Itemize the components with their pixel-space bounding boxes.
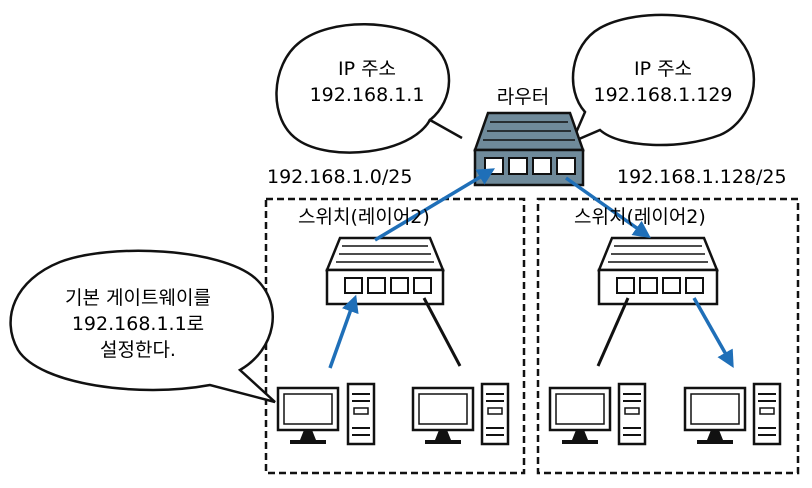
arrow-router-to-right-switch (564, 176, 651, 239)
right-ip-value: 192.168.1.129 (593, 84, 733, 106)
link-right-switch-to-pc3 (596, 297, 630, 367)
right-ip-label: IP 주소 (633, 58, 693, 80)
gateway-note-bubble (9, 249, 276, 404)
left-ip-bubble (275, 23, 463, 154)
computer-icon-3 (548, 382, 647, 446)
computer-icon-4 (683, 382, 782, 446)
gateway-note-line1: 기본 게이트웨이를 (65, 287, 211, 309)
router-label: 라우터 (496, 86, 550, 108)
arrow-left-switch-to-router (374, 168, 496, 242)
right-network-label: 192.168.1.128/25 (617, 166, 787, 188)
right-switch-icon (597, 236, 719, 306)
computer-icon-1 (276, 382, 376, 446)
arrow-right-switch-to-pc4 (692, 297, 734, 369)
computer-icon-2 (411, 382, 510, 446)
left-network-label: 192.168.1.0/25 (267, 166, 413, 188)
arrow-pc1-to-left-switch (328, 294, 359, 369)
left-ip-label: IP 주소 (337, 58, 397, 80)
right-ip-bubble (569, 13, 755, 147)
left-ip-value: 192.168.1.1 (309, 84, 425, 106)
link-left-switch-to-pc2 (422, 297, 462, 367)
right-subnet-box (536, 197, 800, 475)
left-switch-icon (325, 236, 445, 306)
left-switch-label: 스위치(레이어2) (298, 206, 430, 228)
router-icon (473, 111, 585, 187)
right-switch-label: 스위치(레이어2) (574, 206, 706, 228)
gateway-note-line2: 192.168.1.1로 (71, 313, 205, 335)
gateway-note-line3: 설정한다. (100, 339, 176, 361)
